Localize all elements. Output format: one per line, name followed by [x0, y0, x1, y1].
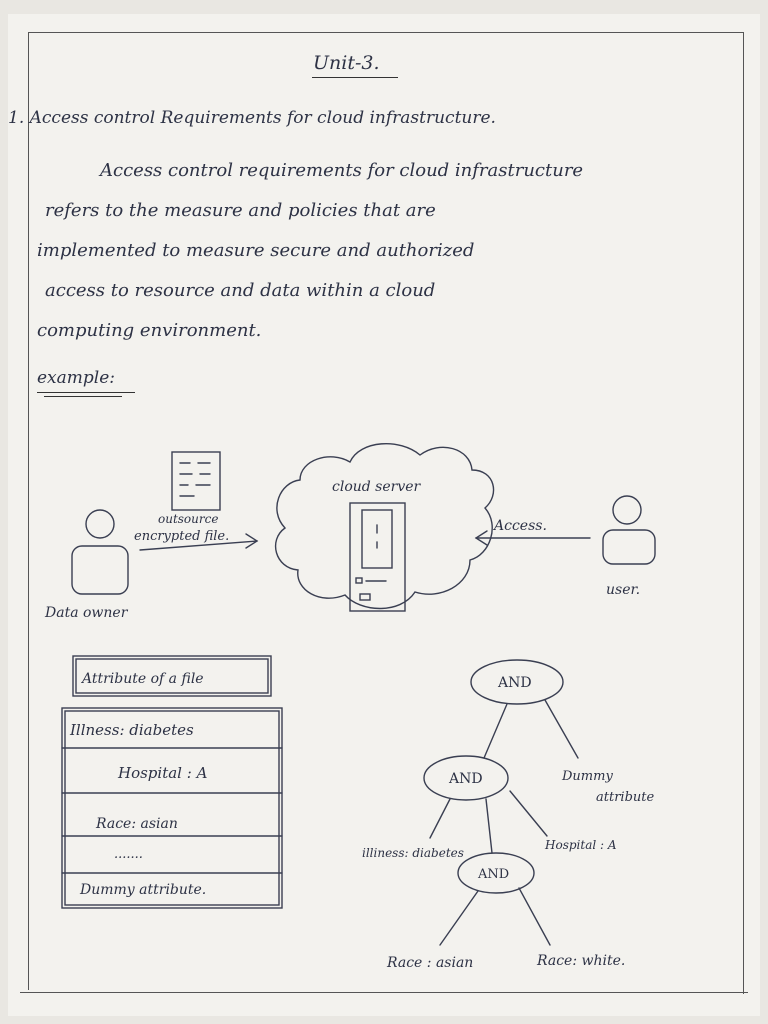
data-owner-person-icon [71, 509, 129, 595]
attribute-table [61, 655, 283, 909]
tree-leaf-dummy-2: attribute [596, 790, 654, 805]
user-person-icon [602, 495, 656, 565]
owner-to-cloud-arrow [139, 533, 259, 551]
tree-leaf-race-white: Race: white. [536, 953, 625, 969]
attribute-row-hospital: Hospital : A [117, 764, 208, 782]
user-label: user. [606, 582, 640, 598]
tree-mid-and: AND [448, 771, 483, 787]
tree-leaf-dummy-1: Dummy [561, 769, 613, 784]
data-owner-label: Data owner [44, 605, 129, 621]
page-border-left [28, 32, 29, 990]
cloud-server-label: cloud server [332, 479, 422, 495]
tree-leaf-hospital: Hospital : A [544, 838, 617, 852]
attribute-row-race: Race: asian [95, 816, 178, 832]
tree-leaf-race-asian: Race : asian [386, 955, 473, 971]
outsource-label: outsource [158, 512, 218, 526]
paragraph-line-2: refers to the measure and policies that … [45, 200, 436, 221]
policy-tree [423, 659, 579, 946]
attribute-row-illness: Illness: diabetes [69, 721, 194, 739]
attribute-table-title: Attribute of a file [80, 671, 204, 687]
cloud-shape [275, 443, 495, 610]
attribute-row-ellipsis: ....... [114, 847, 143, 862]
page-border-bottom [20, 992, 748, 993]
document-icon [171, 451, 221, 511]
page-border-top [28, 32, 744, 33]
question-title: 1. Access control Requirements for cloud… [8, 108, 496, 128]
notebook-page [8, 14, 760, 1016]
tree-low-and: AND [477, 867, 509, 882]
paragraph-line-3: implemented to measure secure and author… [37, 240, 475, 261]
tree-leaf-illness: illiness: diabetes [362, 846, 464, 860]
paragraph-line-1: Access control requirements for cloud in… [100, 160, 584, 181]
example-label: example: [37, 368, 116, 388]
heading-underline [312, 77, 398, 78]
example-underline-2 [44, 396, 122, 397]
page-heading: Unit-3. [313, 52, 380, 74]
encrypted-file-label: encrypted file. [134, 529, 229, 544]
page-border-right [743, 32, 744, 994]
paragraph-line-5: computing environment. [37, 320, 262, 341]
server-icon [349, 502, 406, 612]
example-underline [37, 392, 135, 393]
tree-root-and: AND [497, 675, 532, 691]
user-to-cloud-arrow [474, 530, 591, 546]
paragraph-line-4: access to resource and data within a clo… [45, 280, 436, 301]
access-label: Access. [492, 518, 547, 534]
attribute-row-dummy: Dummy attribute. [79, 882, 206, 898]
